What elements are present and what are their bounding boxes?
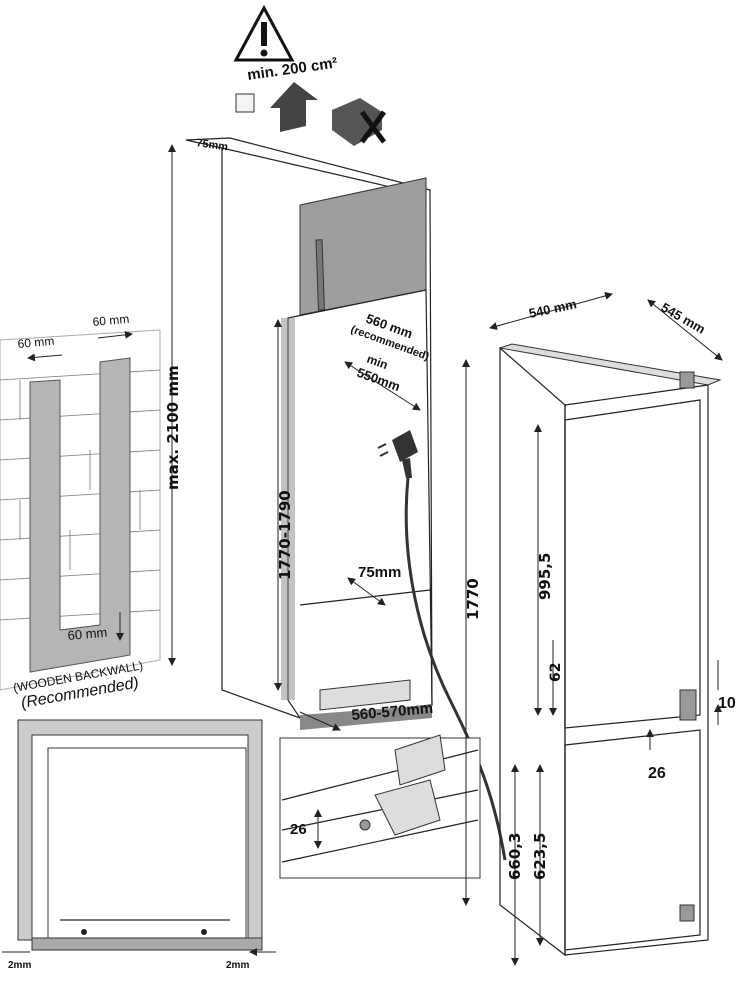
appliance-width-label: 540 mm [528,296,578,321]
hinge-detail [279,734,481,879]
gap-10-label: 10 [718,695,736,712]
niche-height-label: 1770-1790 [276,490,294,580]
lower-height-1-label: 660,3 [506,833,524,880]
power-cable [404,477,507,861]
right-gap-label: 2mm [226,960,249,971]
gap-62-label: 62 [548,663,564,682]
power-plug-icon [377,430,418,478]
hinge-offset-label: 26 [290,821,307,838]
backwall-bottom-width: 60 mm [67,625,108,643]
lower-height-2-label: 623,5 [531,833,549,880]
backwall-right-width: 60 mm [92,312,130,329]
rear-gap-label: 75mm [358,564,401,581]
appliance-depth-label: 545 mm [659,300,708,337]
airflow-arrow-icon [270,82,318,132]
kitchen-cabinet [185,137,433,730]
left-gap-label: 2mm [8,960,31,971]
warning-triangle-icon [233,4,295,62]
upper-door-label: 995,5 [536,553,554,600]
appliance-height-label: 1770 [464,578,482,620]
gap-26-label: 26 [648,765,666,782]
max-height-label: max. 2100 mm [164,365,182,490]
niche-front-view [17,719,263,951]
socket-icon [235,93,255,113]
refrigerator [499,343,722,957]
top-gap-label: 75mm [196,137,229,153]
cross-icon [332,98,387,146]
